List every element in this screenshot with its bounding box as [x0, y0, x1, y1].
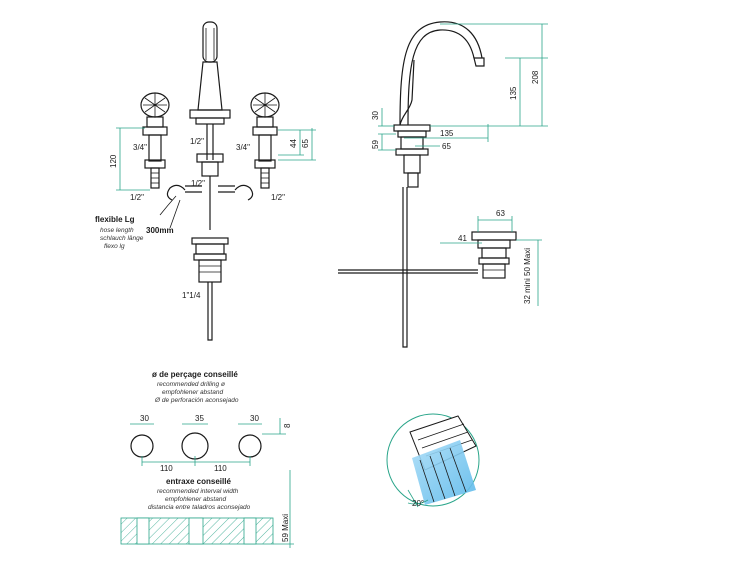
- countertop-section: [120, 470, 294, 548]
- spacing-en: recommended interval width: [157, 488, 239, 495]
- thread-left-label: 3/4": [133, 143, 147, 152]
- right-handle: [250, 92, 280, 189]
- front-dimensions: [116, 127, 316, 229]
- spacing-title: entraxe conseillé: [166, 477, 231, 486]
- dim-65-front: 65: [301, 139, 310, 148]
- dim-height-left: 120: [109, 154, 118, 168]
- thread-right-label: 3/4": [236, 143, 250, 152]
- left-handle: [140, 92, 170, 189]
- hose-es: flexo lg: [104, 243, 125, 250]
- dim-208: 208: [531, 70, 540, 84]
- hole-left-dim: 30: [140, 414, 149, 423]
- dim-63: 63: [496, 209, 505, 218]
- drilling-title: ø de perçage conseillé: [152, 370, 238, 379]
- hose-de: schlauch länge: [100, 235, 144, 242]
- dim-135-horizontal: 135: [440, 129, 454, 138]
- hose-title: flexible Lg: [95, 215, 135, 224]
- dim-59-maxi: 59 Maxi: [281, 514, 290, 542]
- spray-detail: [386, 413, 480, 508]
- hole-center-dim: 35: [195, 414, 204, 423]
- spout-front: [189, 21, 231, 230]
- drain-front: [191, 237, 229, 341]
- side-view: [338, 21, 517, 348]
- dim-41: 41: [458, 234, 467, 243]
- spacing-de: empfohlener abstand: [165, 496, 226, 503]
- dim-59-side: 59: [371, 140, 380, 149]
- dim-65-side: 65: [442, 142, 451, 151]
- thread-center-label: 1/2": [191, 179, 205, 188]
- drain-thread-label: 1"1/4: [182, 291, 201, 300]
- hole-right-dim: 30: [250, 414, 259, 423]
- dim-min-max: 32 mini 50 Maxi: [523, 248, 532, 304]
- front-view: [116, 21, 316, 341]
- thread-bottom-left-label: 1/2": [130, 193, 144, 202]
- drilling-es: Ø de perforación aconsejado: [154, 397, 239, 404]
- spray-angle: 20°: [412, 499, 424, 508]
- thread-spout-label: 1/2": [190, 137, 204, 146]
- drilling-de: empfohlener abstand: [162, 389, 223, 396]
- side-dimensions: [378, 23, 548, 306]
- spacing-left-dim: 110: [160, 464, 173, 473]
- drilling-holes: [130, 418, 286, 466]
- dim-135-vertical: 135: [509, 86, 518, 100]
- dim-30-side: 30: [371, 111, 380, 120]
- dim-44: 44: [289, 139, 298, 148]
- hose-length: 300mm: [146, 226, 174, 235]
- thread-bottom-right-label: 1/2": [271, 193, 285, 202]
- spacing-es: distancia entre taladros aconsejado: [148, 504, 251, 511]
- dim-8: 8: [283, 423, 292, 428]
- spacing-right-dim: 110: [214, 464, 227, 473]
- drilling-en: recommended drilling ø: [157, 381, 225, 388]
- hoses: [159, 184, 254, 216]
- hose-en: hose length: [100, 227, 134, 234]
